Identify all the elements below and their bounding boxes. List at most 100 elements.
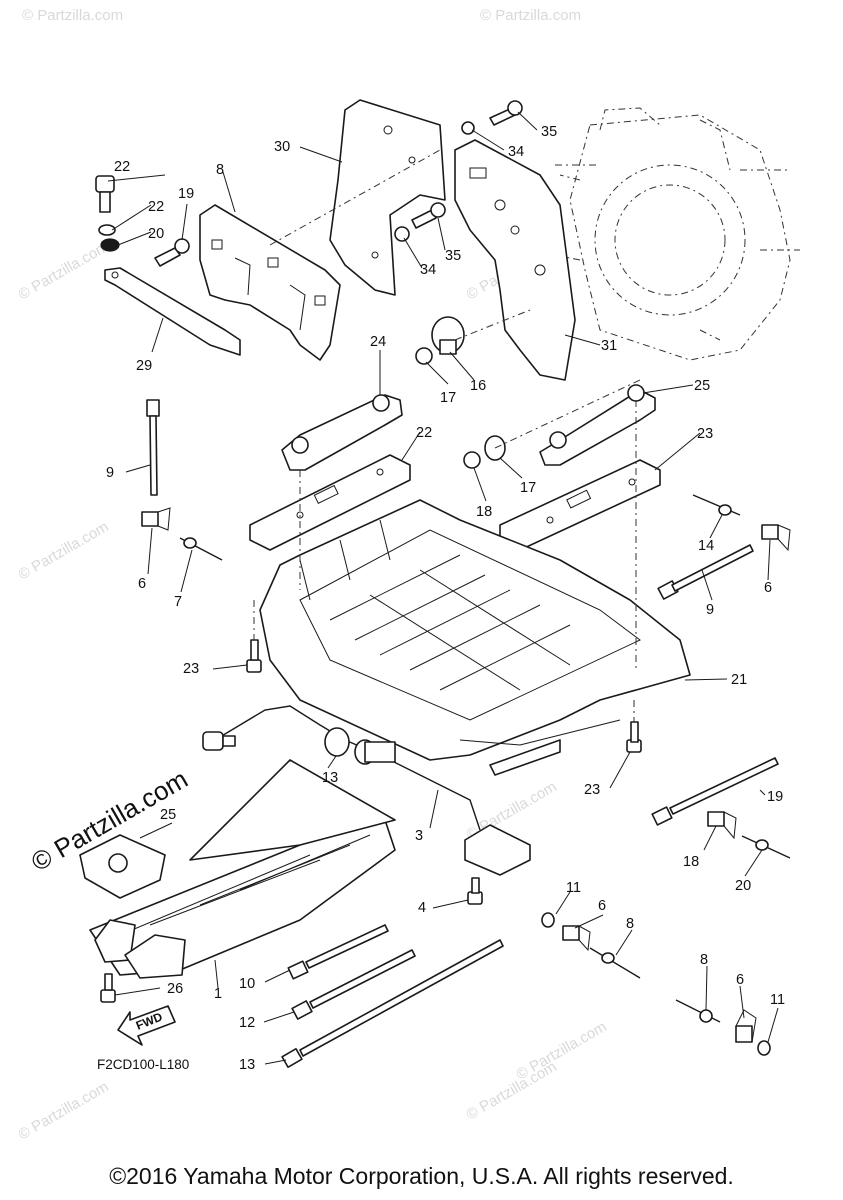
callout-label: 23: [584, 782, 600, 798]
watermark-text: © Partzilla.com: [16, 238, 112, 303]
callout-label: 34: [420, 262, 436, 278]
assembly-center-lines: [253, 149, 641, 722]
callout-label: 9: [706, 602, 714, 618]
callout-label: 10: [239, 976, 255, 992]
callout-labels: 22 22 20 19 8 30 35 34 35 34 31 29 24 16…: [106, 124, 785, 1073]
callout-label: 19: [767, 789, 783, 805]
strap-27: [104, 267, 241, 356]
callout-label: 16: [470, 378, 486, 394]
bolt-23-right: [626, 721, 642, 753]
engine-bed-21: [259, 499, 691, 776]
callout-label: 9: [106, 465, 114, 481]
watermark-text: © Partzilla.com: [16, 518, 112, 583]
callout-label: 22: [148, 199, 164, 215]
bolt-26: [100, 973, 116, 1003]
bracket-2: [199, 204, 341, 361]
pin-8-lower: [675, 999, 721, 1023]
plate-32: [454, 139, 576, 381]
callout-label: 7: [174, 594, 182, 610]
watermark-text: © Partzilla.com: [16, 1078, 112, 1143]
clamp-6-mid: [562, 925, 591, 952]
cable-tie-12: [291, 949, 416, 1020]
callout-label: 6: [138, 576, 146, 592]
callout-label: 35: [541, 124, 557, 140]
callout-label: 18: [683, 854, 699, 870]
cable-tie-19: [651, 757, 779, 826]
washer-11-lower: [757, 1040, 771, 1056]
washer-34-lower: [394, 226, 410, 242]
cable-tie-13: [281, 939, 504, 1068]
callout-label: 8: [700, 952, 708, 968]
washer-34-upper: [461, 121, 475, 135]
callout-label: 11: [770, 992, 785, 1008]
callout-label: 4: [418, 900, 426, 916]
cable-tie-9-left: [146, 399, 160, 496]
callout-label: 17: [520, 480, 536, 496]
callout-label: 18: [476, 504, 492, 520]
callout-label: 35: [445, 248, 461, 264]
callout-label: 13: [239, 1057, 255, 1073]
pin-14: [692, 494, 741, 516]
callout-label: 23: [183, 661, 199, 677]
washer-11-mid: [541, 912, 555, 928]
bolt-31: [95, 175, 115, 213]
copyright-notice: ©2016 Yamaha Motor Corporation, U.S.A. A…: [109, 1163, 734, 1189]
callout-label: 22: [416, 425, 432, 441]
callout-label: 29: [136, 358, 152, 374]
callout-label: 25: [160, 807, 176, 823]
watermark-text: © Partzilla.com: [514, 1018, 610, 1083]
cable-tie-10: [287, 924, 389, 980]
callout-label: 8: [626, 916, 634, 932]
callout-label: 19: [178, 186, 194, 202]
bolt-35-upper: [489, 100, 523, 126]
bolt-23-left: [246, 639, 262, 673]
callout-label: 6: [764, 580, 772, 596]
callout-label: 6: [736, 972, 744, 988]
callout-label: 6: [598, 898, 606, 914]
plate-33: [329, 99, 446, 296]
callout-label: 21: [731, 672, 747, 688]
pin-8-mid: [589, 947, 641, 979]
watermark-text: © Partzilla.com: [480, 7, 581, 24]
callout-label: 20: [735, 878, 751, 894]
callout-label: 24: [370, 334, 386, 350]
callout-label: 31: [601, 338, 617, 354]
callout-label: 17: [440, 390, 456, 406]
callout-label: 3: [415, 828, 423, 844]
callout-label: 20: [148, 226, 164, 242]
diagram-code: F2CD100-L180: [97, 1057, 189, 1072]
callout-label: 26: [167, 981, 183, 997]
clamp-6-left: [141, 507, 171, 531]
callout-label: 25: [694, 378, 710, 394]
connector-plug: [202, 731, 236, 751]
mount-24-left: [281, 394, 403, 471]
callout-label: 34: [508, 144, 524, 160]
callout-label: 1: [214, 986, 222, 1002]
callout-label: 13: [322, 770, 338, 786]
watermark-text: © Partzilla.com: [22, 7, 123, 24]
cable-tie-9-right: [657, 544, 754, 600]
callout-label: 23: [697, 426, 713, 442]
callout-label: 8: [216, 162, 224, 178]
callout-label: 14: [698, 538, 714, 554]
forward-arrow: FWD: [117, 1005, 176, 1046]
clamp-6-right: [761, 524, 791, 552]
damper-15: [431, 316, 465, 355]
nut-17-lower: [463, 451, 481, 469]
clamp-6-lower: [735, 1009, 757, 1043]
shim-22-left: [249, 454, 411, 551]
grommet-4: [324, 727, 396, 765]
bolt-5: [467, 877, 483, 905]
washer-30: [98, 224, 116, 236]
bottom-pan-1: [89, 759, 396, 979]
callout-label: 22: [114, 159, 130, 175]
leader-lines: [107, 111, 779, 1065]
washer-29: [100, 238, 120, 252]
engine-housing-outline: [554, 107, 800, 361]
bolt-28: [154, 238, 190, 267]
nut-17-upper: [415, 347, 433, 365]
callout-label: 12: [239, 1015, 255, 1031]
callout-label: 30: [274, 139, 290, 155]
bracket-3: [464, 824, 531, 876]
